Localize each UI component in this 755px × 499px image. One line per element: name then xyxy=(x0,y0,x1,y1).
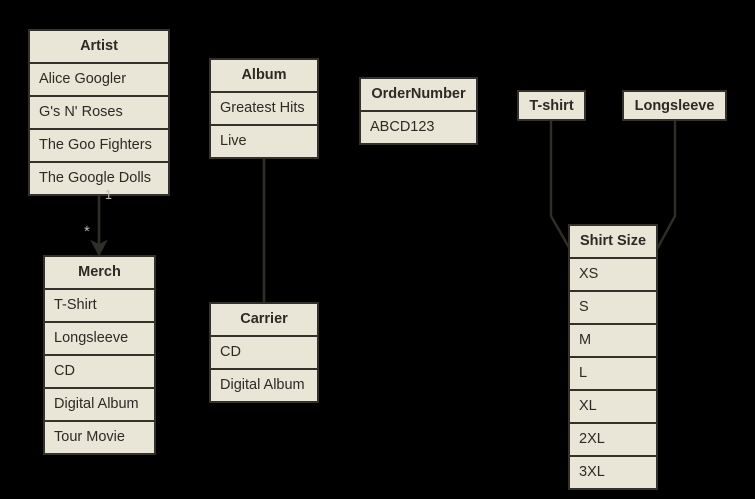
entity-shirt-size[interactable]: Shirt Size XS S M L XL 2XL 3XL xyxy=(568,224,658,490)
connector-longsleeve-shirtsize xyxy=(654,120,677,252)
entity-merch-row[interactable]: T-Shirt xyxy=(45,290,154,321)
entity-artist-row[interactable]: Alice Googler xyxy=(30,64,168,95)
entity-order-number[interactable]: OrderNumber ABCD123 xyxy=(359,77,478,145)
edge-label-artist-source: 1 xyxy=(105,188,112,202)
entity-merch[interactable]: Merch T-Shirt Longsleeve CD Digital Albu… xyxy=(43,255,156,455)
entity-artist-row[interactable]: G's N' Roses xyxy=(30,97,168,128)
entity-shirt-size-row[interactable]: XS xyxy=(570,259,656,290)
entity-order-number-row[interactable]: ABCD123 xyxy=(361,112,476,143)
entity-merch-header: Merch xyxy=(45,257,154,288)
entity-artist-row[interactable]: The Goo Fighters xyxy=(30,130,168,161)
entity-order-number-header: OrderNumber xyxy=(361,79,476,110)
entity-merch-row[interactable]: Digital Album xyxy=(45,389,154,420)
entity-merch-row[interactable]: Longsleeve xyxy=(45,323,154,354)
edge-label-merch-target: * xyxy=(84,223,90,240)
entity-album-row[interactable]: Greatest Hits xyxy=(211,93,317,124)
entity-album[interactable]: Album Greatest Hits Live xyxy=(209,58,319,159)
entity-shirt-size-row[interactable]: XL xyxy=(570,391,656,422)
entity-shirt-size-row[interactable]: S xyxy=(570,292,656,323)
entity-artist[interactable]: Artist Alice Googler G's N' Roses The Go… xyxy=(28,29,170,196)
entity-shirt-size-row[interactable]: M xyxy=(570,325,656,356)
entity-merch-row[interactable]: Tour Movie xyxy=(45,422,154,453)
entity-shirt-size-header: Shirt Size xyxy=(570,226,656,257)
entity-carrier-row[interactable]: CD xyxy=(211,337,317,368)
entity-album-header: Album xyxy=(211,60,317,91)
entity-carrier-header: Carrier xyxy=(211,304,317,335)
entity-shirt-size-row[interactable]: 3XL xyxy=(570,457,656,488)
entity-tshirt[interactable]: T-shirt xyxy=(517,90,586,121)
entity-longsleeve[interactable]: Longsleeve xyxy=(622,90,727,121)
entity-carrier-row[interactable]: Digital Album xyxy=(211,370,317,401)
entity-artist-header: Artist xyxy=(30,31,168,62)
entity-artist-row[interactable]: The Google Dolls xyxy=(30,163,168,194)
entity-shirt-size-row[interactable]: 2XL xyxy=(570,424,656,455)
entity-shirt-size-row[interactable]: L xyxy=(570,358,656,389)
entity-merch-row[interactable]: CD xyxy=(45,356,154,387)
entity-album-row[interactable]: Live xyxy=(211,126,317,157)
entity-carrier[interactable]: Carrier CD Digital Album xyxy=(209,302,319,403)
